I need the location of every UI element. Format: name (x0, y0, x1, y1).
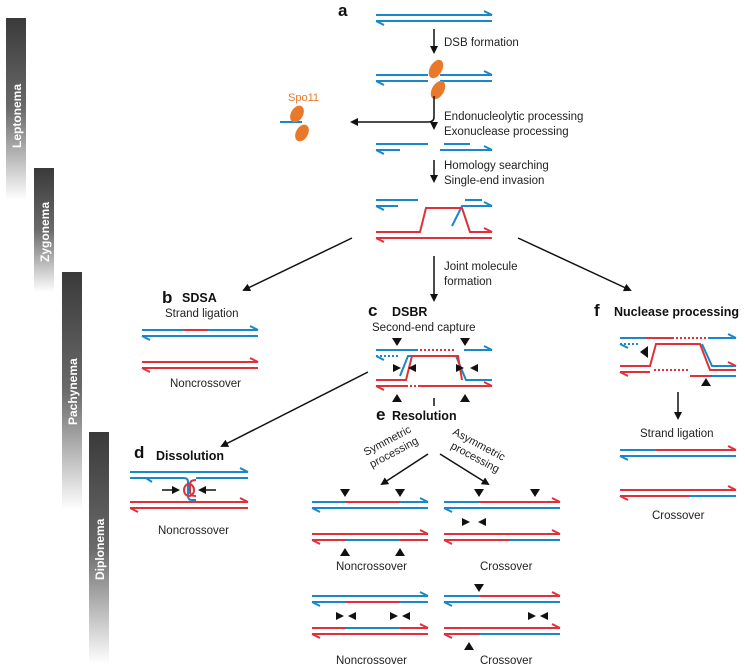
stage-bar-leptonema: Leptonema (6, 18, 26, 200)
stage-label-leptonema: Leptonema (10, 84, 24, 148)
panel-e-label: e (376, 405, 385, 424)
panel-f-label: f (594, 301, 600, 320)
label-spo11: Spo11 (288, 92, 319, 104)
label-sdsa-ligation: Strand ligation (165, 308, 239, 320)
arrow-symmetric (380, 453, 429, 486)
dna-single-end-invasion (375, 199, 493, 243)
hemicatenane (183, 483, 195, 497)
dna-dissolution (129, 467, 249, 513)
arrow-to-dissolution (220, 371, 369, 447)
dna-sdsa-product (141, 325, 259, 373)
label-joint-molecule: Joint molecule (444, 261, 518, 273)
stage-bar-diplonema: Diplonema (89, 432, 109, 664)
stage-bar-pachynema: Pachynema (62, 272, 82, 510)
arrow-spo11-release (350, 116, 435, 126)
label-dissolution-noncrossover: Noncrossover (158, 525, 229, 537)
dna-duplex-intact (375, 10, 493, 26)
label-asym-crossover-2: Crossover (480, 655, 533, 667)
label-dsb-formation: DSB formation (444, 37, 519, 49)
arrow-to-sdsa (242, 237, 353, 292)
label-second-end: Second-end capture (372, 322, 476, 334)
dna-sym-noncrossover-1 (311, 489, 429, 556)
dna-duplex-dsb (375, 59, 493, 100)
dna-asym-crossover-2 (443, 584, 561, 650)
heading-resolution: Resolution (392, 409, 457, 423)
stage-bar-zygonema: Zygonema (34, 168, 54, 292)
label-single-end: Single-end invasion (444, 175, 544, 187)
label-exonuclease: Exonuclease processing (444, 126, 569, 138)
label-sym-noncrossover-2: Noncrossover (336, 655, 407, 667)
spo11-protein-top (428, 59, 444, 79)
label-endonucleolytic: Endonucleolytic processing (444, 111, 583, 123)
label-homology: Homology searching (444, 160, 549, 172)
stage-label-diplonema: Diplonema (93, 518, 107, 580)
dna-nuclease-crossover (619, 445, 737, 501)
label-sym-noncrossover-1: Noncrossover (336, 561, 407, 573)
heading-dsbr: DSBR (392, 305, 427, 319)
spo11-released (280, 105, 309, 142)
panel-b-label: b (162, 288, 172, 307)
spo11-protein-bottom (430, 80, 446, 100)
label-asym-crossover-1: Crossover (480, 561, 533, 573)
panel-a-label: a (338, 1, 348, 20)
heading-sdsa: SDSA (182, 291, 217, 305)
label-nuclease-crossover: Crossover (652, 510, 705, 522)
arrow-asymmetric (439, 453, 490, 486)
stage-label-pachynema: Pachynema (66, 358, 80, 425)
heading-nuclease: Nuclease processing (614, 305, 739, 319)
heading-dissolution: Dissolution (156, 449, 224, 463)
dna-nuclease-intermediate (619, 333, 737, 386)
panel-c-label: c (368, 301, 377, 320)
dna-double-holliday-junction (375, 338, 493, 402)
dna-sym-noncrossover-2 (311, 591, 429, 639)
dna-resected (375, 143, 493, 155)
panel-d-label: d (134, 443, 144, 462)
arrow-to-nuclease (517, 237, 632, 292)
stage-label-zygonema: Zygonema (38, 202, 52, 262)
label-sdsa-noncrossover: Noncrossover (170, 378, 241, 390)
label-nuclease-ligation: Strand ligation (640, 428, 714, 440)
dna-asym-crossover-1 (443, 489, 561, 545)
label-formation: formation (444, 276, 492, 288)
